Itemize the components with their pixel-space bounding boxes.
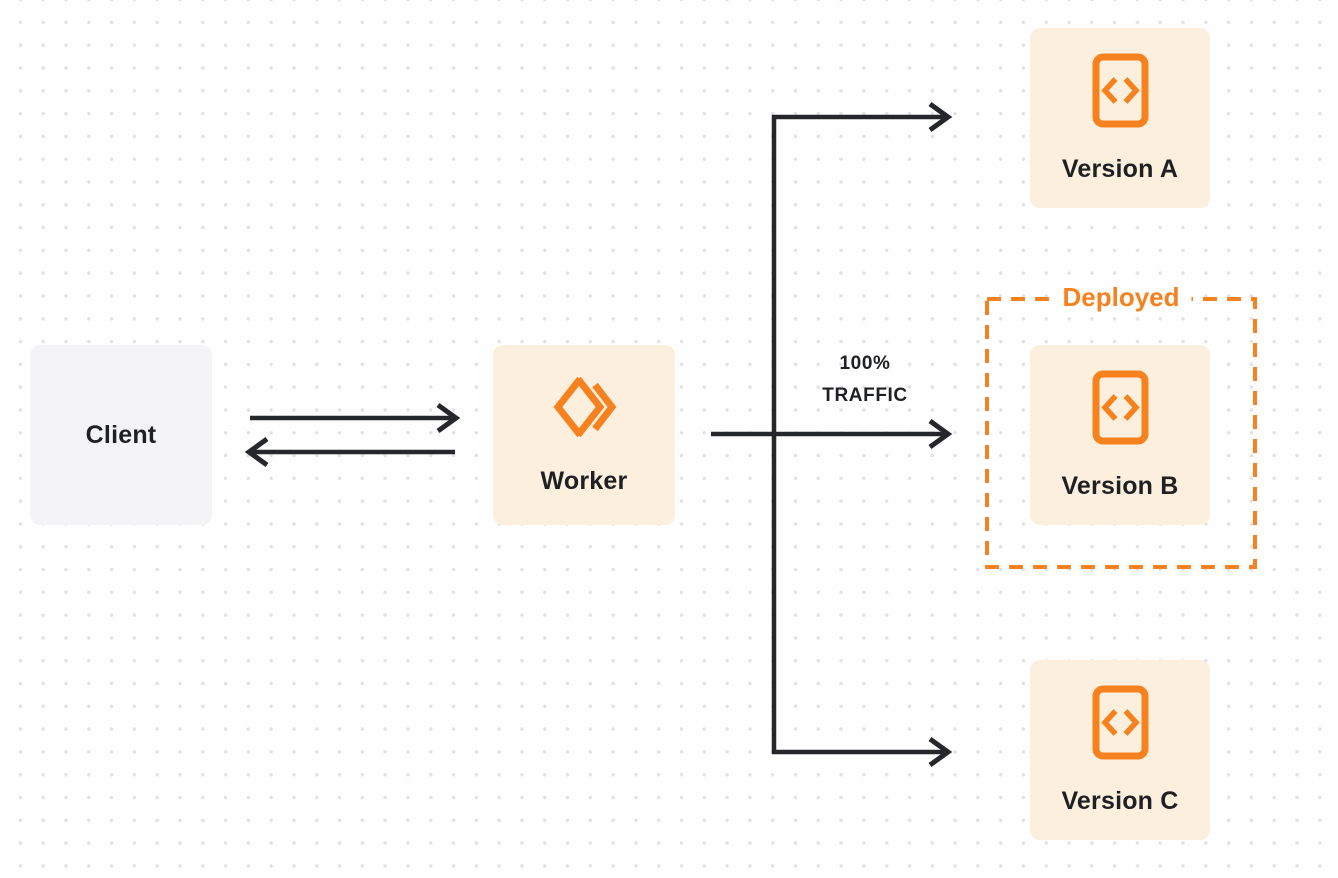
version-a-label: Version A	[1061, 154, 1179, 183]
traffic-label: 100% TRAFFIC	[789, 348, 941, 412]
version-c-node: Version C	[1030, 660, 1210, 840]
traffic-label-line2: TRAFFIC	[822, 385, 908, 406]
version-b-label: Version B	[1061, 471, 1179, 500]
deployed-label: Deployed	[1050, 281, 1192, 313]
worker-node: Worker	[493, 345, 675, 525]
worker-to-client-arrow	[244, 436, 455, 468]
version-c-label: Version C	[1061, 786, 1179, 815]
worker-to-version-c-arrowhead	[928, 736, 953, 768]
deployed-zone: Deployed	[985, 281, 1257, 569]
client-to-worker-arrow	[250, 402, 461, 434]
client-node: Client	[30, 345, 212, 525]
version-a-node: Version A	[1030, 28, 1210, 208]
version-b-node: Version B	[1030, 345, 1210, 525]
traffic-label-line1: 100%	[839, 353, 891, 374]
client-label: Client	[85, 420, 157, 449]
worker-label: Worker	[540, 466, 628, 495]
code-document-icon	[1092, 685, 1148, 759]
worker-to-version-b-arrow	[711, 418, 953, 450]
code-document-icon	[1092, 370, 1148, 444]
worker-to-version-a-arrowhead	[928, 101, 953, 133]
workers-double-chevron-icon	[553, 376, 617, 437]
code-document-icon	[1092, 53, 1148, 127]
version-branch-trunk	[771, 101, 953, 768]
